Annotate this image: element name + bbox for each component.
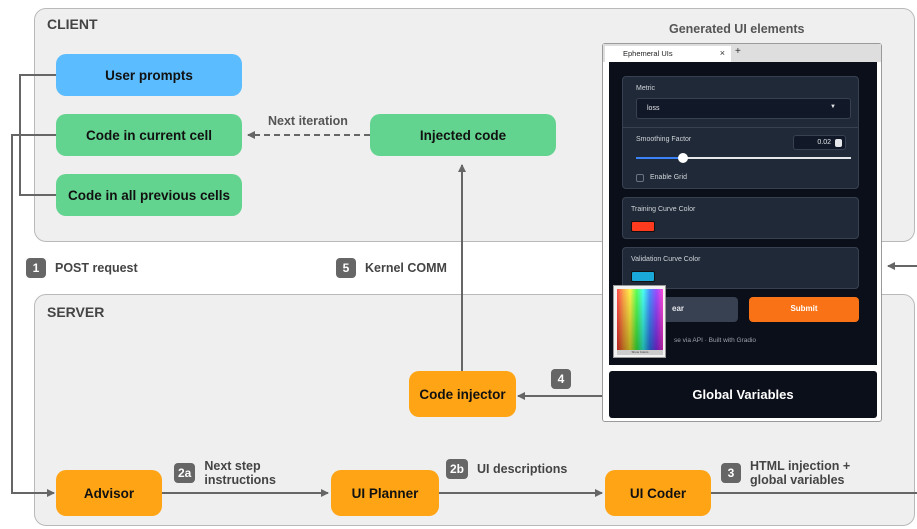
metric-value: loss [647,105,660,112]
advisor-node: Advisor [56,470,162,516]
add-tab-icon[interactable]: + [735,46,741,57]
step-2b-badge: 2b [446,459,469,479]
step-4-badge: 4 [551,369,571,389]
color-palette-grid[interactable] [617,289,663,351]
step-2a-badge: 2a [174,463,196,483]
step-1: 1 POST request [26,258,138,278]
step-3-label: HTML injection + global variables [750,459,851,487]
training-color-picker[interactable] [631,221,655,232]
training-color-block: Training Curve Color [622,197,859,239]
post-request-line [11,134,56,497]
metric-label: Metric [636,85,656,92]
generated-ui-caption: Generated UI elements [669,22,805,36]
step-2a: 2a Next step instructions [174,459,286,487]
smoothing-number-input[interactable]: 0.02 [793,135,846,150]
color-picker-popup[interactable]: Show Colors [613,285,666,358]
step-1-label: POST request [55,261,138,275]
step-3: 3 HTML injection + global variables [721,459,870,487]
code-previous-cells-node: Code in all previous cells [56,174,242,216]
smoothing-row: Smoothing Factor 0.02 [623,127,858,167]
ui-coder-node: UI Coder [605,470,711,516]
ui-planner-node: UI Planner [331,470,439,516]
step-5-label: Kernel COMM [365,261,447,275]
step-1-badge: 1 [26,258,46,278]
enable-grid-checkbox[interactable] [636,174,644,182]
show-colors-button[interactable]: Show Colors [617,350,663,355]
step-5-badge: 5 [336,258,356,278]
spinner-icon[interactable] [835,139,842,147]
gradio-footer: se via API · Built with Gradio [674,337,757,344]
step-3-badge: 3 [721,463,741,483]
code-injector-node: Code injector [409,371,516,417]
enable-grid-label: Enable Grid [650,174,687,181]
step-5: 5 Kernel COMM [336,258,447,278]
chevron-down-icon: ▼ [830,104,836,110]
step-4: 4 [551,369,571,389]
validation-color-block: Validation Curve Color [622,247,859,289]
next-iteration-label: Next iteration [268,114,348,128]
step-2b: 2b UI descriptions [446,459,567,479]
step-2a-label: Next step instructions [204,459,276,487]
client-region-title: CLIENT [47,16,98,32]
training-color-label: Training Curve Color [631,206,696,213]
metric-dropdown[interactable]: loss ▼ [636,98,851,119]
code-current-cell-node: Code in current cell [56,114,242,156]
smoothing-value: 0.02 [817,139,831,146]
smoothing-label: Smoothing Factor [636,136,692,143]
submit-button[interactable]: Submit [749,297,859,322]
settings-block: Metric loss ▼ Smoothing Factor 0.02 Enab… [622,76,859,189]
browser-tab-title: Ephemeral UIs [623,49,673,58]
browser-tab-bar: Ephemeral UIs × + [603,44,881,62]
slider-thumb[interactable] [678,153,689,163]
validation-color-picker[interactable] [631,271,655,282]
generated-ui-window: Ephemeral UIs × + Metric loss ▼ Smoothin… [602,43,882,422]
step-2b-label: UI descriptions [477,462,568,476]
close-icon[interactable]: × [719,48,725,58]
slider-fill [636,157,684,159]
global-variables-panel: Global Variables [609,371,877,418]
browser-tab[interactable]: Ephemeral UIs × [605,46,731,62]
injected-code-node: Injected code [370,114,556,156]
server-region-title: SERVER [47,304,105,320]
validation-color-label: Validation Curve Color [631,256,701,263]
smoothing-slider[interactable] [636,153,851,163]
user-prompts-node: User prompts [56,54,242,96]
